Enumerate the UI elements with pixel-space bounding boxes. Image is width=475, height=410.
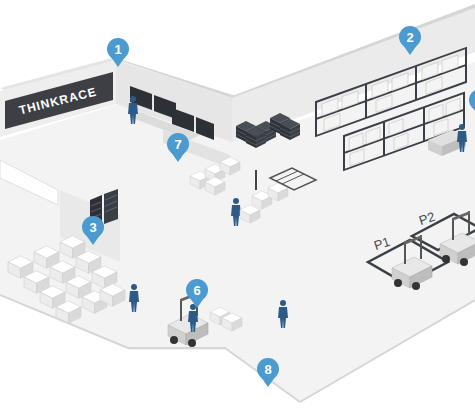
storage-racks-part-part — [389, 119, 403, 136]
packing-station-part — [220, 157, 240, 175]
storage-racks-part-part — [316, 65, 466, 119]
storage-racks-part-part — [394, 133, 408, 150]
storage-racks-part-part — [349, 133, 363, 150]
walls-part — [116, 60, 232, 142]
callout-pins-part-part — [167, 133, 189, 155]
packing-station-part — [270, 168, 316, 190]
company-sign-part — [5, 72, 113, 129]
callout-pins-part-part — [261, 377, 275, 387]
storage-racks-part — [457, 124, 467, 152]
callout-number: 2 — [406, 31, 413, 44]
callout-pins-part-part — [469, 89, 475, 111]
packing-station-part — [240, 205, 260, 223]
floor-part — [0, 295, 300, 410]
monitor-desk-part — [128, 96, 138, 124]
callout-number: 6 — [193, 284, 200, 297]
walls-part — [0, 60, 116, 137]
callout-pins-part-part — [171, 152, 185, 162]
callout-pins-part — [107, 38, 129, 67]
callout-pins-part-part — [82, 216, 104, 238]
parking-bays-part — [392, 235, 432, 290]
floor-part — [0, 160, 58, 205]
storage-racks — [316, 48, 467, 170]
callout-pins-part — [82, 216, 104, 245]
storage-racks-part-part — [322, 98, 338, 116]
storage-racks-part-part — [366, 127, 380, 144]
storage-racks-part-part — [392, 73, 408, 91]
storage-racks-part-part — [442, 55, 458, 73]
floor-part — [300, 300, 475, 402]
inbound-pallets-part — [129, 284, 139, 312]
packing-station-part — [276, 171, 304, 184]
walls — [0, 4, 475, 262]
callout-pins-part-part — [86, 235, 100, 245]
callout-number: 8 — [264, 363, 271, 376]
storage-racks-part-part — [344, 93, 464, 170]
forklift-truck-part — [168, 292, 208, 347]
callout-pins-part-part — [190, 298, 204, 308]
storage-racks-part-part — [324, 113, 340, 131]
storage-racks-part — [428, 140, 442, 156]
callout-number: 7 — [174, 138, 181, 151]
storage-racks-part-part — [426, 77, 442, 95]
packing-station-part — [231, 198, 241, 226]
walls-part — [232, 8, 475, 142]
forklift-truck-part — [278, 300, 288, 328]
callout-pins-part-part — [186, 279, 208, 301]
storage-racks-part — [316, 48, 466, 136]
parking-bays-part — [440, 211, 475, 266]
monitor-desk-part — [196, 117, 214, 140]
inbound-pallets-part — [56, 301, 81, 324]
storage-racks-part-part — [376, 95, 392, 113]
storage-racks-part-part — [350, 149, 364, 166]
forklift-truck — [168, 292, 288, 347]
storage-racks-part-part — [423, 107, 425, 141]
monitor-desk-part — [130, 112, 200, 140]
packing-station-part — [255, 170, 257, 190]
dark-pallet-stacks-part — [280, 119, 300, 140]
inbound-pallets-part — [100, 284, 125, 307]
dark-pallet-stacks — [236, 113, 300, 148]
storage-racks-part-part — [415, 66, 417, 100]
callout-pins-part-part — [111, 57, 125, 67]
storage-racks-part — [344, 93, 464, 170]
callout-pins-part-part — [107, 38, 129, 60]
storage-racks-part-part — [365, 84, 367, 118]
storage-racks-part-part — [316, 48, 466, 136]
storage-racks-part-part — [342, 91, 358, 109]
inbound-pallets — [8, 236, 139, 324]
callout-pins-part-part — [257, 358, 279, 380]
storage-racks-part-part — [372, 80, 388, 98]
walls-part — [232, 4, 475, 98]
callout-pins-part — [469, 89, 475, 118]
monitor-desk — [128, 86, 214, 140]
storage-racks-part-part — [446, 98, 460, 115]
server-racks-part — [91, 195, 117, 218]
callout-pins — [82, 26, 475, 387]
storage-racks-part-part — [422, 62, 438, 80]
storage-racks-part-part — [383, 122, 385, 156]
server-racks-part — [104, 189, 118, 224]
callout-pins-part-part — [403, 45, 417, 55]
floor-part — [0, 295, 300, 402]
callout-pins-part-part — [473, 108, 475, 118]
packing-station-part — [205, 177, 225, 195]
company-sign — [5, 72, 113, 129]
callout-pins-part — [399, 26, 421, 55]
callout-number: 3 — [89, 221, 96, 234]
dark-pallet-stacks-part — [246, 127, 266, 148]
callout-pins-part — [167, 133, 189, 162]
forklift-truck-part — [222, 313, 242, 331]
callout-pins-part-part — [399, 26, 421, 48]
forklift-truck-part — [188, 304, 198, 332]
callout-pins-part — [257, 358, 279, 387]
packing-station — [190, 157, 316, 226]
storage-racks-part-part — [429, 104, 443, 121]
callout-number: 1 — [114, 43, 121, 56]
callout-pins-part — [186, 279, 208, 308]
